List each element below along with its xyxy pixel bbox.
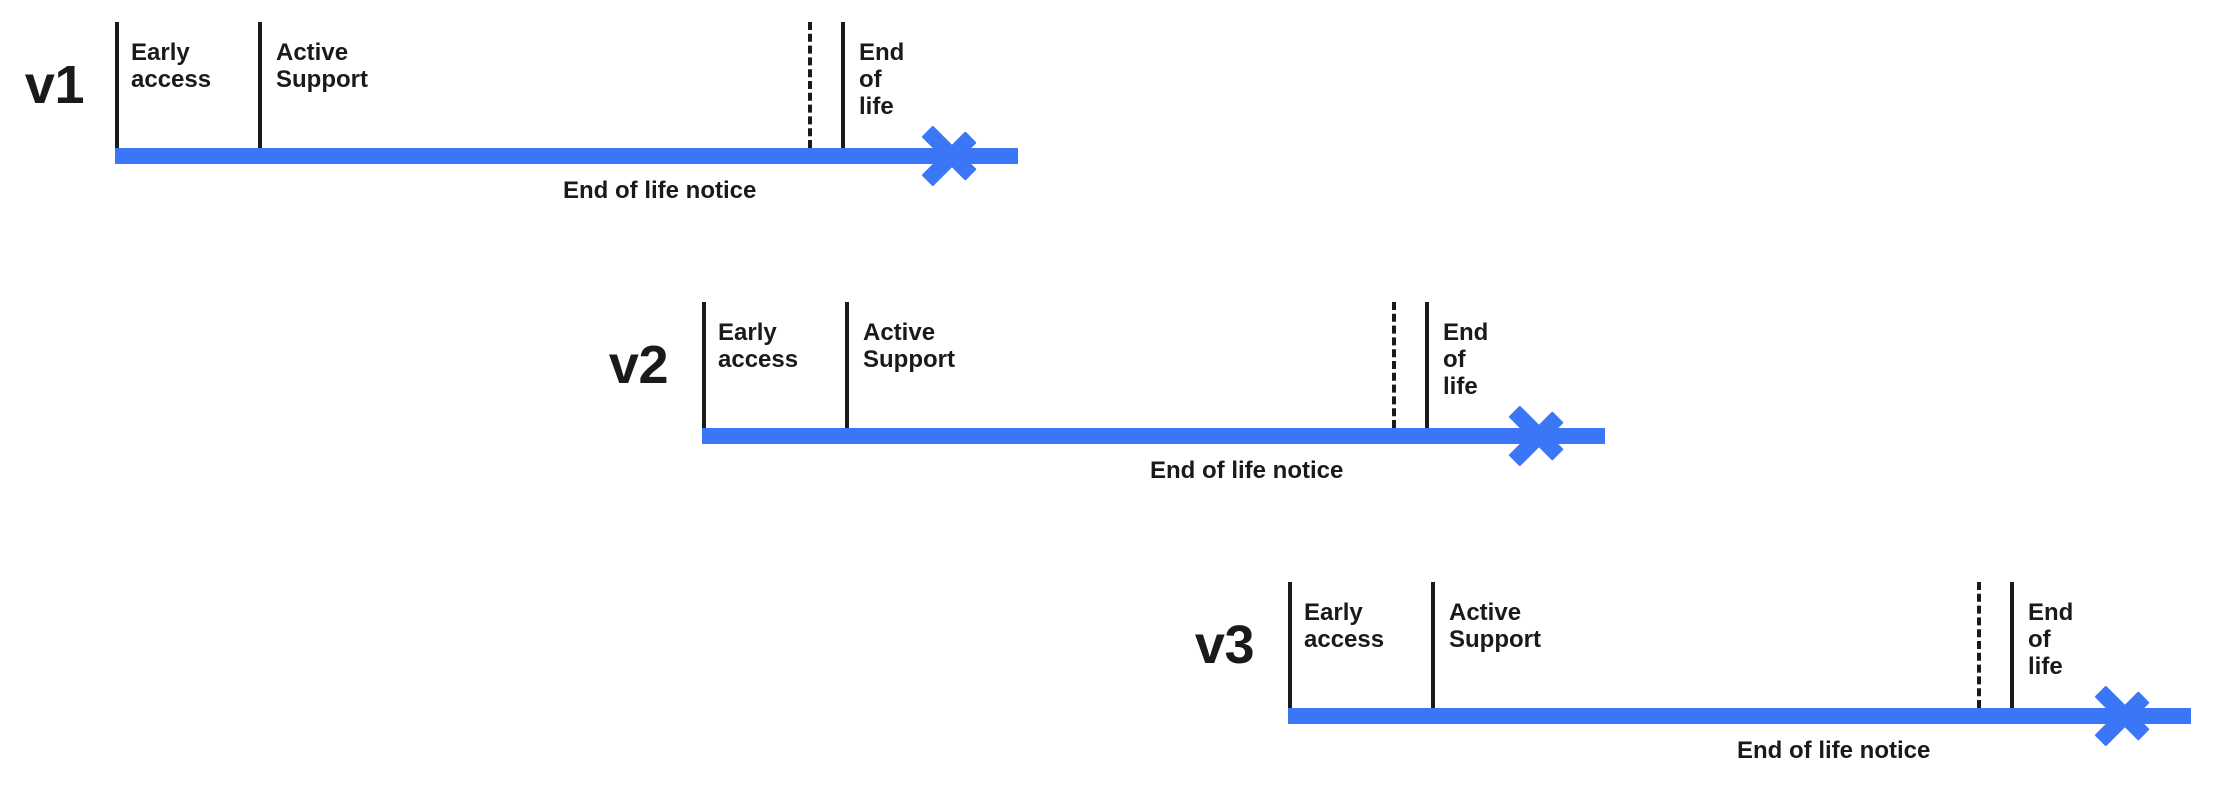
end-of-life-notice-marker — [1392, 302, 1396, 428]
phase-label-early-access: Early access — [131, 39, 212, 93]
phase-divider-1 — [258, 22, 262, 148]
phase-label-early-access: Early access — [718, 319, 799, 373]
phase-label-end-of-life: End of life — [859, 39, 905, 120]
phase-label-end-of-life: End of life — [1443, 319, 1489, 400]
phase-label-active-support: Active Support — [276, 39, 368, 93]
phase-label-active-support: Active Support — [863, 319, 955, 373]
end-of-life-notice-marker — [1977, 582, 1981, 708]
timeline-arrow-icon — [2094, 673, 2192, 759]
version-label: v3 — [1194, 615, 1255, 675]
timeline-arrow-icon — [1508, 393, 1606, 479]
phase-divider-0 — [115, 22, 119, 148]
phase-divider-1 — [1431, 582, 1435, 708]
phase-label-early-access: Early access — [1304, 599, 1385, 653]
timeline-arrow-icon — [921, 113, 1019, 199]
version-label: v1 — [24, 55, 85, 115]
timeline-track-bar — [1288, 708, 2191, 724]
end-of-life-notice-label: End of life notice — [563, 177, 757, 204]
phase-divider-0 — [1288, 582, 1292, 708]
phase-divider-2 — [1425, 302, 1429, 428]
end-of-life-notice-label: End of life notice — [1150, 457, 1344, 484]
phase-label-end-of-life: End of life — [2028, 599, 2074, 680]
timeline-track-bar — [115, 148, 1018, 164]
end-of-life-notice-label: End of life notice — [1737, 737, 1931, 764]
version-label: v2 — [608, 335, 669, 395]
phase-divider-1 — [845, 302, 849, 428]
phase-divider-2 — [2010, 582, 2014, 708]
phase-label-active-support: Active Support — [1449, 599, 1541, 653]
phase-divider-2 — [841, 22, 845, 148]
phase-divider-0 — [702, 302, 706, 428]
end-of-life-notice-marker — [808, 22, 812, 148]
timeline-track-bar — [702, 428, 1605, 444]
